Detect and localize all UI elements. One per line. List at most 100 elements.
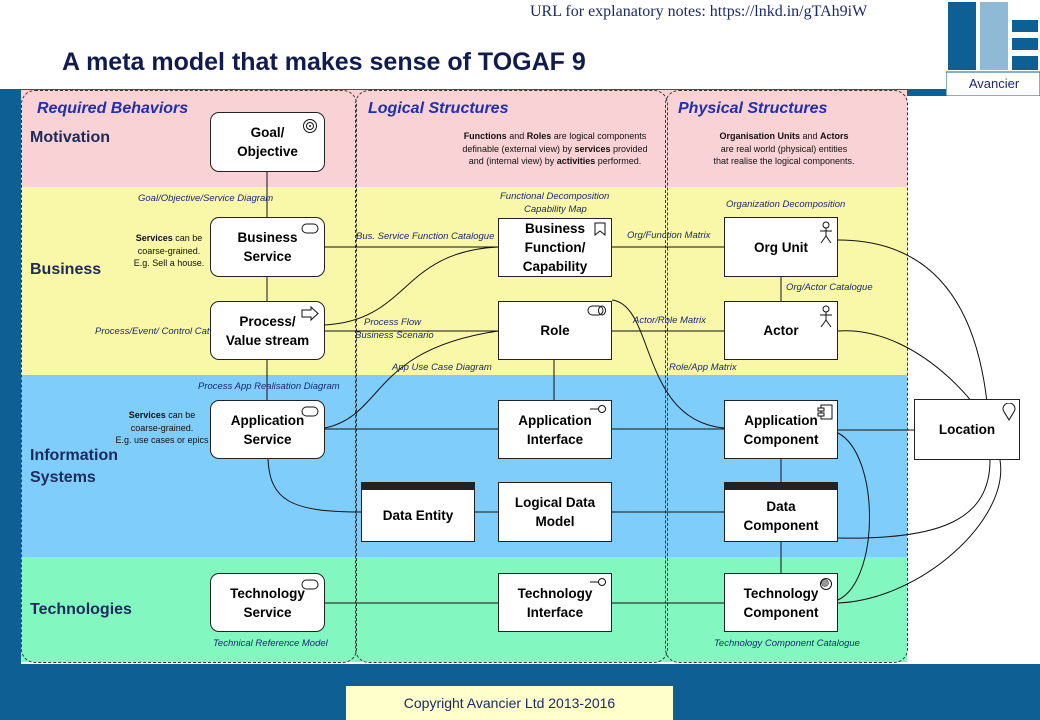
interface-lollipop-icon — [590, 405, 606, 413]
logical-structures-column — [355, 90, 668, 663]
desc-actors: Actors — [820, 131, 849, 141]
goal-service-diagram-label: Goal/Objective/Service Diagram — [138, 193, 274, 204]
location-label: Location — [938, 422, 996, 437]
business-scenario-label: Business Scenario — [355, 330, 434, 341]
desc-roles: Roles — [526, 131, 552, 141]
row-motivation: Motivation — [30, 129, 110, 146]
note-coarse: coarse-grained. — [130, 422, 194, 433]
logical-description: Functions and Roles are logical componen… — [450, 130, 660, 168]
business-service-line-2: Service — [243, 249, 292, 264]
target-icon — [303, 119, 317, 133]
desc-functions: Functions — [463, 131, 507, 141]
service-icon — [301, 223, 319, 234]
device-icon — [820, 578, 832, 590]
actor-stick-figure-icon — [820, 221, 832, 244]
business-service-line-1: Business — [237, 230, 298, 245]
avancier-logo — [945, 0, 1040, 97]
technology-service-line-1: Technology — [230, 585, 305, 601]
note-example: E.g. use cases or epics — [115, 435, 209, 445]
url-note: URL for explanatory notes: https://lnkd.… — [530, 3, 868, 20]
business-function-line-1: Business — [524, 221, 585, 236]
role-label: Role — [540, 323, 570, 338]
desc-provided: provided — [610, 143, 648, 154]
location-pin-icon — [1002, 403, 1016, 421]
component-icon — [817, 404, 833, 420]
row-business: Business — [30, 261, 102, 278]
logo-graphic — [945, 2, 1040, 97]
physical-structures-heading: Physical Structures — [678, 100, 828, 117]
copyright: Copyright Avancier Ltd 2013-2016 — [346, 686, 673, 720]
business-services-note: Services can be coarse-grained. E.g. Sel… — [124, 232, 214, 270]
desc-internal-view: and (internal view) by — [468, 156, 557, 166]
note-services: Services — [135, 233, 173, 243]
desc-logical-components: are logical components — [551, 131, 647, 141]
application-service-line-2: Service — [243, 431, 292, 447]
process-flow-label: Process Flow — [364, 317, 422, 328]
location-box: Location — [914, 399, 1020, 460]
functional-decomposition-label: Functional Decomposition — [500, 191, 610, 202]
role-box: Role — [498, 301, 612, 360]
technology-interface-line-2: Interface — [526, 604, 584, 620]
technology-component-line-2: Component — [743, 604, 819, 620]
goal-line-1: Goal/ — [250, 125, 285, 140]
process-arrow-icon — [301, 306, 319, 321]
desc-and: and — [506, 131, 527, 141]
physical-structures-column — [665, 90, 908, 663]
logical-data-model-line-2: Model — [535, 514, 575, 529]
capability-map-label: Capability Map — [524, 204, 587, 215]
physical-description: Organisation Units and Actors are real w… — [672, 130, 896, 168]
process-app-realisation-label: Process App Realisation Diagram — [198, 381, 340, 392]
interface-lollipop-icon — [590, 578, 606, 586]
data-entity-box: Data Entity — [361, 482, 475, 542]
technology-component-catalogue-label: Technology Component Catalogue — [714, 638, 860, 649]
service-icon — [301, 406, 319, 417]
application-component-line-2: Component — [743, 431, 819, 447]
data-component-line-1: Data — [766, 498, 796, 514]
goal-line-2: Objective — [237, 144, 298, 159]
note-example: E.g. Sell a house. — [133, 258, 205, 268]
row-information-systems: Information Systems — [30, 445, 118, 489]
application-service-line-1: Application — [230, 412, 305, 428]
row-technologies: Technologies — [30, 601, 132, 618]
desc-org-units: Organisation Units — [719, 131, 800, 141]
required-behaviors-column — [21, 90, 357, 663]
technology-service-line-2: Service — [243, 604, 292, 620]
technology-interface-line-1: Technology — [517, 585, 593, 601]
data-entity-label: Data Entity — [382, 508, 454, 523]
actor-stick-figure-icon — [820, 305, 832, 328]
logo-label: Avancier — [968, 76, 1020, 91]
process-value-stream-box: Process/Value stream — [210, 301, 325, 360]
required-behaviors-heading: Required Behaviors — [37, 100, 189, 117]
bus-service-function-catalogue-label: Bus. Service Function Catalogue — [356, 231, 495, 242]
motivation-band — [21, 90, 907, 187]
role-app-matrix-label: Role/App Matrix — [669, 362, 737, 373]
actor-role-matrix-label: Actor/Role Matrix — [633, 315, 706, 326]
application-component-line-1: Application — [744, 412, 818, 428]
application-interface-line-2: Interface — [526, 431, 584, 447]
desc-services: services — [574, 143, 611, 154]
business-function-line-3: Capability — [522, 259, 588, 274]
business-function-line-2: Function/ — [524, 240, 586, 255]
org-actor-catalogue-label: Org/Actor Catalogue — [786, 282, 873, 293]
process-line-1: Process/ — [239, 313, 296, 329]
row-information-line-2: Systems — [30, 469, 96, 486]
desc-real-world: are real world (physical) entities — [720, 143, 848, 154]
org-unit-label: Org Unit — [754, 239, 808, 255]
data-component-line-2: Component — [743, 517, 819, 533]
function-bookmark-icon — [594, 222, 606, 236]
organization-decomposition-label: Organization Decomposition — [726, 199, 846, 210]
desc-external-view: definable (external view) by — [462, 143, 575, 154]
service-icon — [301, 579, 319, 590]
desc-performed: performed. — [595, 156, 642, 166]
logical-structures-heading: Logical Structures — [368, 100, 509, 117]
application-services-note: Services can be coarse-grained. E.g. use… — [114, 409, 210, 447]
app-use-case-diagram-label: App Use Case Diagram — [392, 362, 492, 373]
